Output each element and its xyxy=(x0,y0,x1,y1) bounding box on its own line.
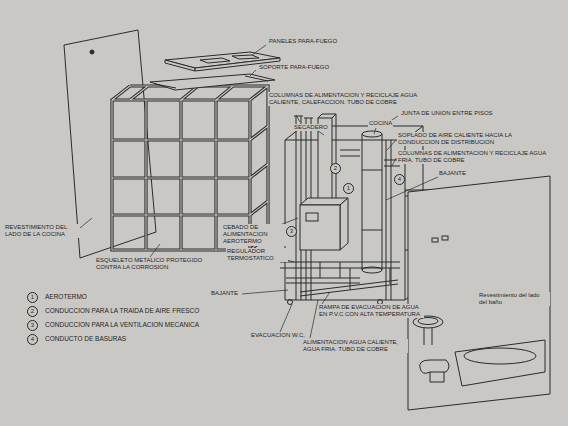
legend-text: CONDUCCION PARA LA TRAIDA DE AIRE FRESCO xyxy=(44,307,200,315)
drawing-stroke xyxy=(418,318,438,325)
drawing-stroke xyxy=(150,74,275,90)
aerotherm xyxy=(300,198,348,250)
drawing-stroke xyxy=(374,128,376,134)
legend-text: CONDUCTO DE BASURAS xyxy=(44,335,127,343)
drawing-stroke xyxy=(464,348,536,364)
drawing-stroke xyxy=(242,290,288,294)
drawing-stroke xyxy=(250,70,256,76)
drawing-stroke xyxy=(288,300,293,305)
part-label: REGULADOR TERMOSTATICO xyxy=(226,248,288,262)
part-label: REVESTIMIENTO DEL LADO DE LA COCINA xyxy=(4,224,80,238)
drawing-stroke xyxy=(155,76,268,88)
drawing-stroke xyxy=(340,198,348,250)
drawing-stroke xyxy=(200,58,230,63)
drawing-stroke xyxy=(300,280,398,296)
drawing-stroke xyxy=(362,170,382,230)
part-label: CEBADO DE ALIMENTACION AEROTERMO xyxy=(222,224,286,246)
part-label: BAJANTE xyxy=(438,170,467,177)
drawing-stroke xyxy=(420,360,449,373)
drawing-stroke xyxy=(165,60,195,71)
part-label: BAJANTE xyxy=(210,290,239,297)
drawing-stroke xyxy=(150,244,160,257)
drawing-stroke xyxy=(280,304,292,332)
drawing-stroke xyxy=(232,55,259,59)
drawing-stroke xyxy=(387,140,396,150)
drawing-stroke xyxy=(296,115,300,122)
part-label: EVACUACION W.C. xyxy=(250,332,306,339)
drawing-stroke xyxy=(322,292,330,304)
drawing-stroke xyxy=(252,45,266,55)
drawing-stroke xyxy=(320,262,390,290)
part-label: ALIMENTACION AGUA CALIENTE, AGUA FRIA. T… xyxy=(302,339,408,353)
drawing-stroke xyxy=(362,134,382,270)
part-label: SECADERO xyxy=(293,124,329,131)
drawing-stroke xyxy=(432,238,438,242)
drawing-stroke xyxy=(310,300,318,338)
drawing-stroke xyxy=(300,205,340,250)
legend-number: 4 xyxy=(27,334,38,345)
leader-lines xyxy=(74,45,438,338)
drawing-stroke xyxy=(430,372,444,382)
callout-number: 4 xyxy=(394,174,405,185)
part-label: JUNTA DE UNION ENTRE PISOS xyxy=(400,110,494,117)
part-label: Revestimiento del lado del baño xyxy=(478,292,550,306)
legend-number: 3 xyxy=(27,320,38,331)
legend-text: AEROTERMO xyxy=(44,293,88,301)
part-label: COLUMNAS DE ALIMENTACION Y RECICLAJE AGU… xyxy=(397,150,561,164)
drawing-stroke xyxy=(408,176,550,410)
drawing-stroke xyxy=(318,131,324,135)
drawing-stroke xyxy=(424,328,432,345)
legend-number: 1 xyxy=(27,292,38,303)
callout-number: 2 xyxy=(330,163,341,174)
drawing-stroke xyxy=(442,236,448,240)
part-label: SOPORTE PARA-FUEGO xyxy=(258,64,330,71)
drawing-stroke xyxy=(90,50,94,54)
drawing-stroke xyxy=(340,150,400,166)
callout-number: 3 xyxy=(286,226,297,237)
drawing-stroke xyxy=(306,213,318,221)
drawing-stroke xyxy=(392,158,396,166)
legend-text: CONDUCCION PARA LA VENTILACION MECANICA xyxy=(44,321,200,329)
legend-number: 2 xyxy=(27,306,38,317)
part-label: PANELES PARA-FUEGO xyxy=(268,38,338,45)
part-label: SOPLADO DE AIRE CALIENTE HACIA LA CONDUC… xyxy=(397,132,527,146)
part-label: COCINA xyxy=(368,120,393,127)
fire-support xyxy=(150,74,275,90)
part-label: ESQUELETO METALICO PROTEGIDO CONTRA LA C… xyxy=(95,257,221,271)
drawing-stroke xyxy=(455,340,545,386)
bathroom-panel xyxy=(408,176,550,410)
part-label: COLUMNAS DE ALIMENTACION Y RECICLAJE AGU… xyxy=(268,92,422,106)
part-label: RAMPA DE EVACUACION DE AGUA EN P.V.C CON… xyxy=(318,304,424,318)
drawing-stroke xyxy=(362,131,382,137)
callout-number: 1 xyxy=(343,183,354,194)
